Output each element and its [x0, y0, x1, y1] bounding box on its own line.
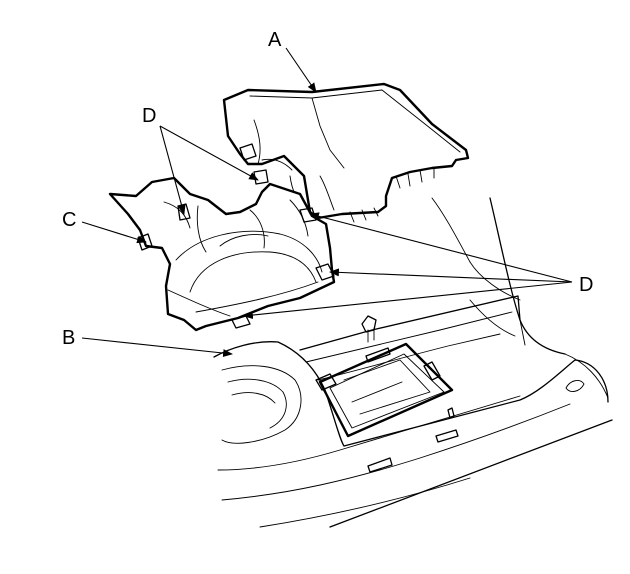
leader-d-right-1	[309, 212, 573, 283]
leader-d-right-2	[329, 268, 573, 283]
console-body	[213, 197, 613, 528]
lower-cover	[108, 176, 336, 332]
callout-c: C	[62, 209, 76, 231]
callout-a: A	[268, 29, 282, 51]
leader-lines	[81, 47, 573, 357]
leader-d-right-3	[243, 281, 573, 320]
leader-c	[81, 221, 147, 244]
upper-cover	[222, 82, 470, 223]
callout-b: B	[62, 327, 75, 349]
leader-a	[285, 47, 317, 93]
callout-d-right: D	[579, 274, 593, 296]
leader-d-left-1	[159, 125, 186, 215]
leader-d-left-2	[159, 125, 259, 181]
leader-b	[81, 337, 233, 357]
callout-d-left: D	[142, 105, 156, 127]
